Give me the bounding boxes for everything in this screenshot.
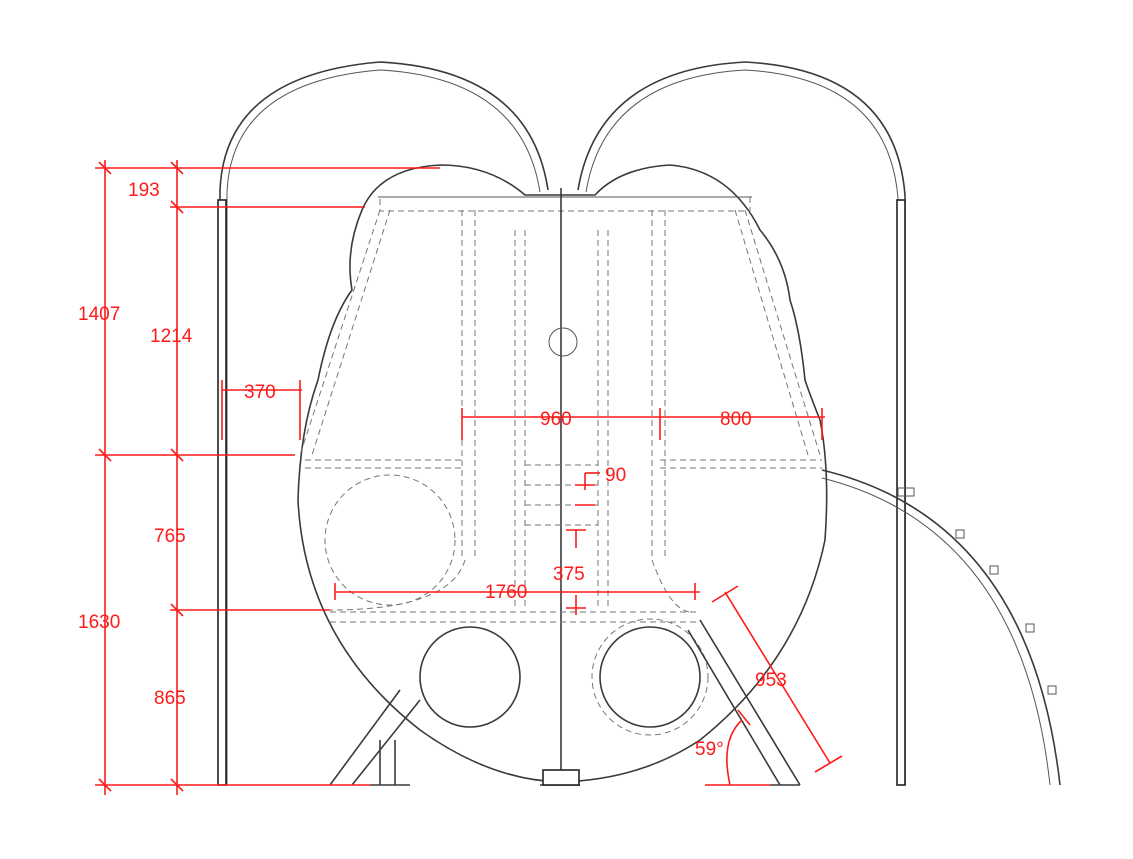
dim-step-rise: 90 xyxy=(605,465,626,486)
dim-bottom-height: 865 xyxy=(154,688,186,709)
dim-leg-angle: 59° xyxy=(695,739,724,760)
ladder-right xyxy=(597,230,609,610)
dim-leg-length: 953 xyxy=(755,670,787,691)
center-foot xyxy=(542,769,580,786)
left-leg xyxy=(329,689,421,786)
main-body-outline xyxy=(297,164,828,783)
dimension-labels: 1407 193 1214 370 960 800 90 765 375 176… xyxy=(78,180,787,760)
lower-right-porthole-ring xyxy=(591,618,709,736)
small-porthole xyxy=(548,327,578,357)
dim-right-span: 800 xyxy=(720,409,752,430)
dim-total-lower-height: 1630 xyxy=(78,612,120,633)
dim-center-span: 960 xyxy=(540,409,572,430)
left-arch-inner xyxy=(226,69,541,785)
lower-wall-left xyxy=(329,559,466,611)
upright-left xyxy=(461,210,476,560)
top-frame xyxy=(379,196,751,212)
dim-step-depth: 375 xyxy=(553,564,585,585)
right-side-frame xyxy=(734,209,821,456)
upright-right xyxy=(651,210,666,560)
dim-total-upper-height: 1407 xyxy=(78,304,120,325)
dim-mid-height: 765 xyxy=(154,526,186,547)
large-porthole xyxy=(324,474,456,606)
ladder-left xyxy=(514,230,526,610)
right-leg xyxy=(687,619,801,786)
lower-left-porthole xyxy=(419,626,521,728)
right-post xyxy=(896,199,906,786)
mid-platform-right xyxy=(660,459,822,469)
dim-top-offset: 193 xyxy=(128,180,160,201)
lower-right-porthole xyxy=(599,626,701,728)
right-arch xyxy=(577,61,906,785)
left-post xyxy=(217,199,227,786)
left-leg-support xyxy=(379,740,396,785)
dimension-lines xyxy=(95,160,843,795)
bottom-platform xyxy=(330,611,700,623)
right-arch-inner xyxy=(585,69,899,785)
dim-upper-inner-height: 1214 xyxy=(150,326,193,347)
dim-base-span: 1760 xyxy=(485,582,527,603)
left-side-frame xyxy=(299,209,391,456)
structure xyxy=(217,61,1061,786)
dim-side-offset: 370 xyxy=(244,382,276,403)
slide-inner xyxy=(821,477,1051,786)
left-arch xyxy=(219,61,549,785)
slide-outer xyxy=(821,469,1061,786)
slide-bolts xyxy=(897,487,1057,695)
mid-platform-left xyxy=(305,459,465,469)
lower-wall-right xyxy=(651,559,691,613)
